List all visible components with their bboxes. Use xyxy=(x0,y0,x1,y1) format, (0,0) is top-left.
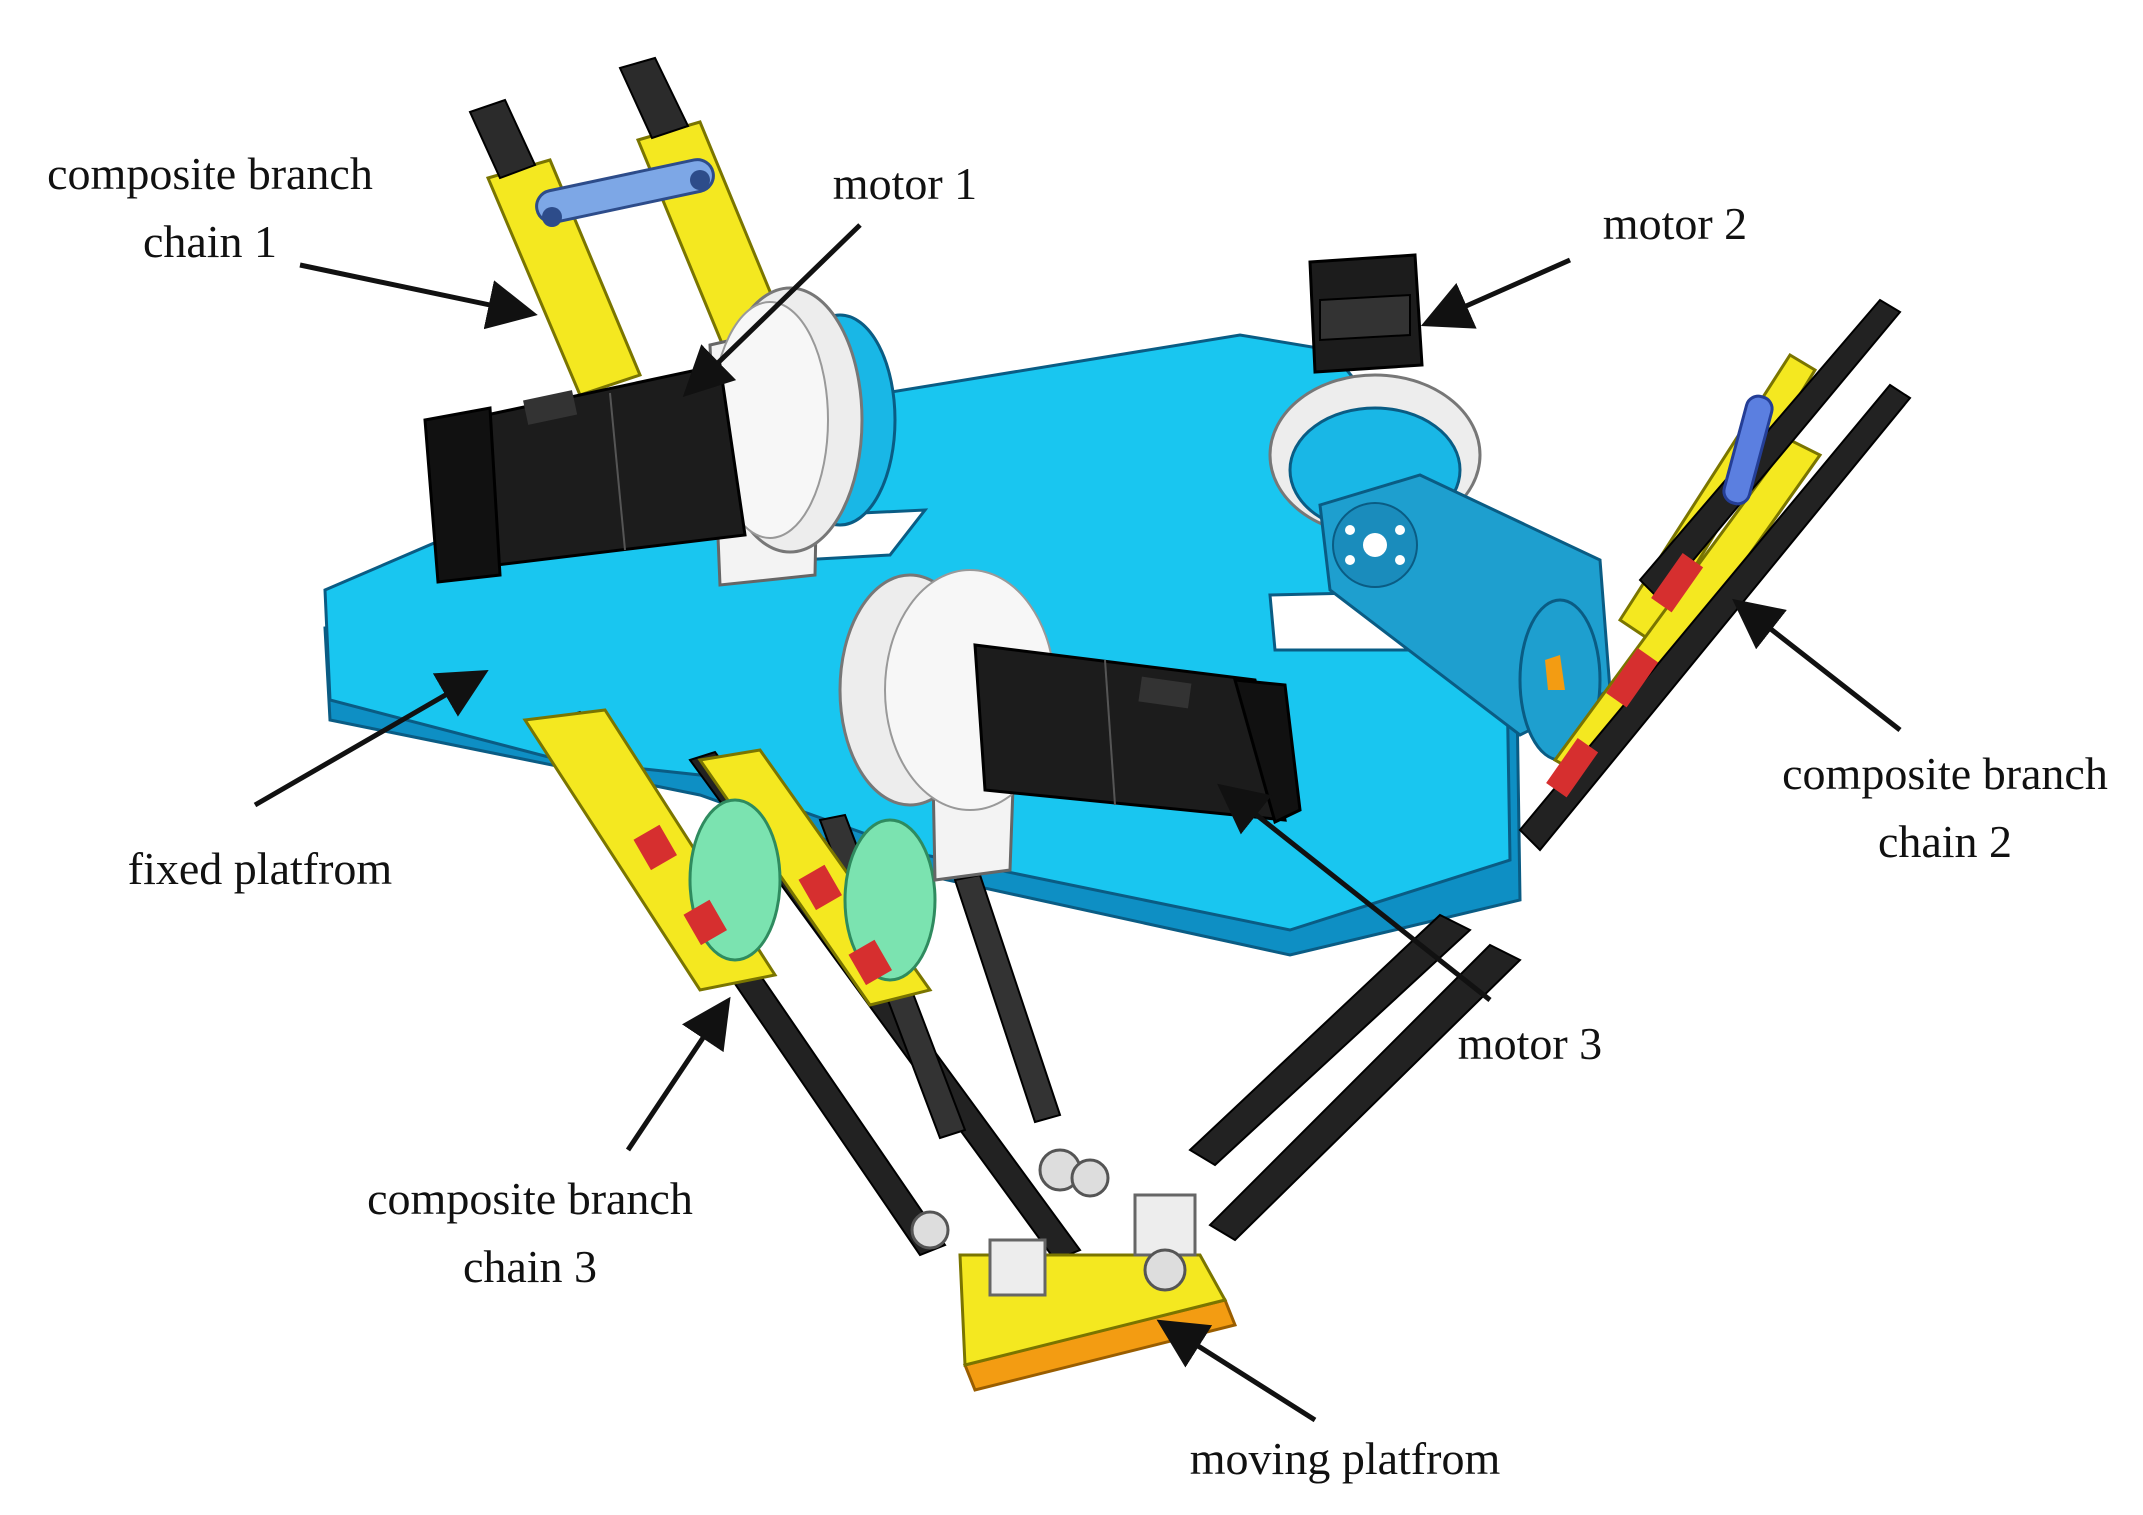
label-branch-1-line-2: chain 1 xyxy=(142,216,278,267)
label-moving-platform: moving platfrom xyxy=(1189,1433,1501,1484)
motor-1 xyxy=(423,286,897,587)
label-branch-3-line-2: chain 3 xyxy=(462,1241,598,1292)
label-fixed-platform: fixed platfrom xyxy=(127,843,393,894)
moving-platform xyxy=(910,1148,1238,1392)
arrow-moving-platform xyxy=(1156,1319,1317,1423)
leader-arrows xyxy=(253,223,1902,1423)
arrow-fixed-platform xyxy=(253,669,489,808)
composite-branch-chain-3 xyxy=(522,708,937,1007)
arrow-motor-2 xyxy=(1420,257,1572,329)
label-branch-3-line-1: composite branch xyxy=(367,1173,693,1224)
composite-branch-chain-2 xyxy=(1518,298,1912,852)
label-composite-branch-chain-2: composite branch chain 2 xyxy=(1755,740,2135,876)
arrow-motor-3 xyxy=(1217,783,1492,1002)
arrow-branch-2 xyxy=(1732,598,1902,732)
composite-branch-chain-1 xyxy=(468,56,793,397)
label-branch-1-line-1: composite branch xyxy=(47,148,373,199)
label-motor-2: motor 2 xyxy=(1602,198,1748,249)
label-composite-branch-chain-3: composite branch chain 3 xyxy=(340,1165,720,1301)
label-branch-2-line-2: chain 2 xyxy=(1877,816,2013,867)
motor-3 xyxy=(838,569,1302,882)
label-branch-2-line-1: composite branch xyxy=(1782,748,2108,799)
label-motor-1: motor 1 xyxy=(832,158,978,209)
arrow-branch-3 xyxy=(625,996,731,1152)
arrow-motor-1 xyxy=(682,223,862,397)
label-motor-3: motor 3 xyxy=(1457,1018,1603,1069)
label-composite-branch-chain-1: composite branch chain 1 xyxy=(10,140,410,276)
motor-2 xyxy=(1268,253,1612,762)
arrow-branch-1 xyxy=(299,262,538,330)
